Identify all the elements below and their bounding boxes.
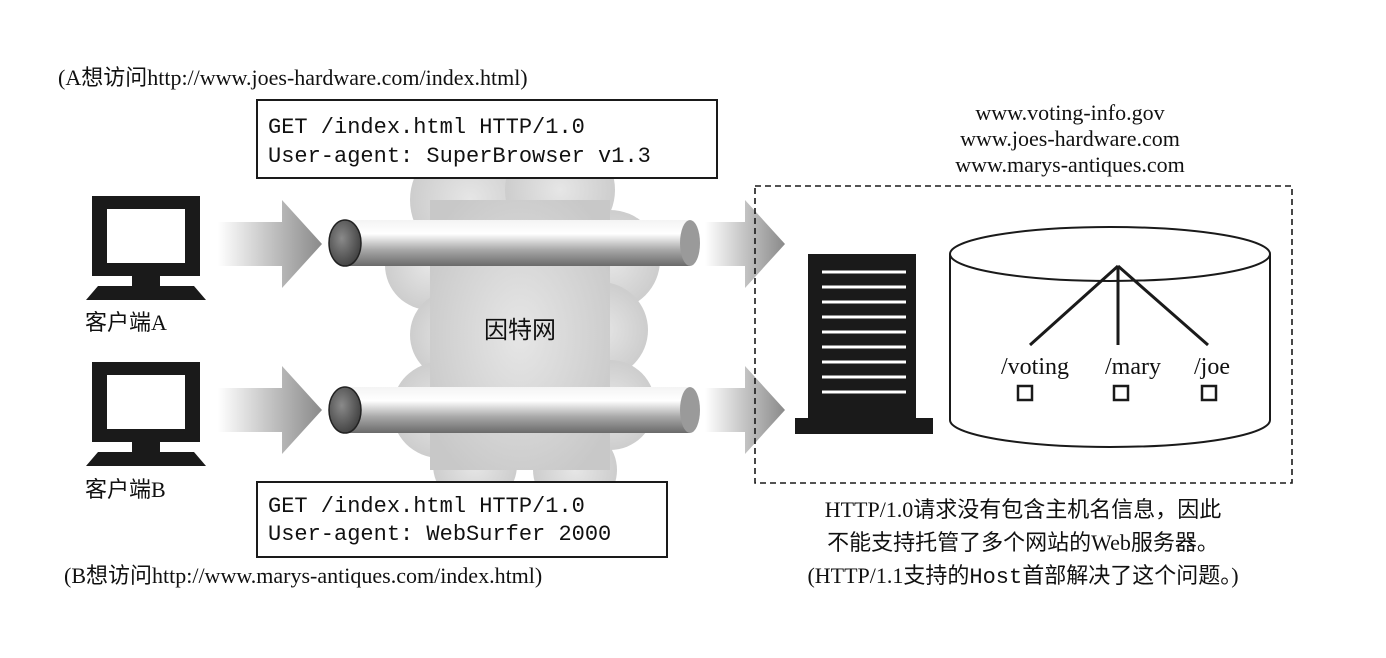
request-box-a: GET /index.html HTTP/1.0 User-agent: Sup…	[256, 99, 718, 179]
note-line-3: (HTTP/1.1支持的Host首部解决了这个问题。)	[807, 563, 1238, 590]
pipe-connection-b	[328, 386, 700, 434]
web-server-boundary	[754, 185, 1293, 484]
arrow-right-icon	[705, 200, 785, 288]
server-icon	[795, 254, 933, 434]
host-name: www.marys-antiques.com	[955, 152, 1185, 177]
request-box-b: GET /index.html HTTP/1.0 User-agent: Web…	[256, 481, 668, 558]
file-icon	[1200, 384, 1218, 402]
client-b-caption: (B想访问http://www.marys-antiques.com/index…	[64, 563, 542, 588]
arrow-right-icon	[705, 366, 785, 454]
request-line-a: GET /index.html HTTP/1.0	[268, 115, 585, 140]
disk-storage: /voting /mary /joe	[949, 226, 1271, 448]
user-agent-line-a: User-agent: SuperBrowser v1.3	[268, 144, 651, 169]
user-agent-line-b: User-agent: WebSurfer 2000	[268, 522, 611, 547]
host-name: www.voting-info.gov	[975, 100, 1164, 125]
arrow-right-icon	[218, 200, 322, 288]
pipe-connection-a	[328, 219, 700, 267]
note-line-1: HTTP/1.0请求没有包含主机名信息，因此	[825, 497, 1222, 522]
file-icon	[1112, 384, 1130, 402]
computer-icon	[86, 196, 206, 300]
client-a-label: 客户端A	[85, 310, 167, 335]
computer-icon	[86, 362, 206, 466]
arrow-right-icon	[218, 366, 322, 454]
request-line-b: GET /index.html HTTP/1.0	[268, 494, 585, 519]
internet-label: 因特网	[484, 317, 556, 344]
folder-label-voting: /voting	[1001, 354, 1069, 380]
host-name: www.joes-hardware.com	[960, 126, 1180, 151]
client-b-label: 客户端B	[85, 477, 166, 502]
folder-label-joe: /joe	[1194, 354, 1230, 380]
note-line-2: 不能支持托管了多个网站的Web服务器。	[827, 530, 1219, 555]
directory-tree	[1028, 264, 1209, 347]
folder-label-mary: /mary	[1105, 354, 1161, 380]
file-icon	[1016, 384, 1034, 402]
client-a-caption: (A想访问http://www.joes-hardware.com/index.…	[58, 65, 528, 90]
